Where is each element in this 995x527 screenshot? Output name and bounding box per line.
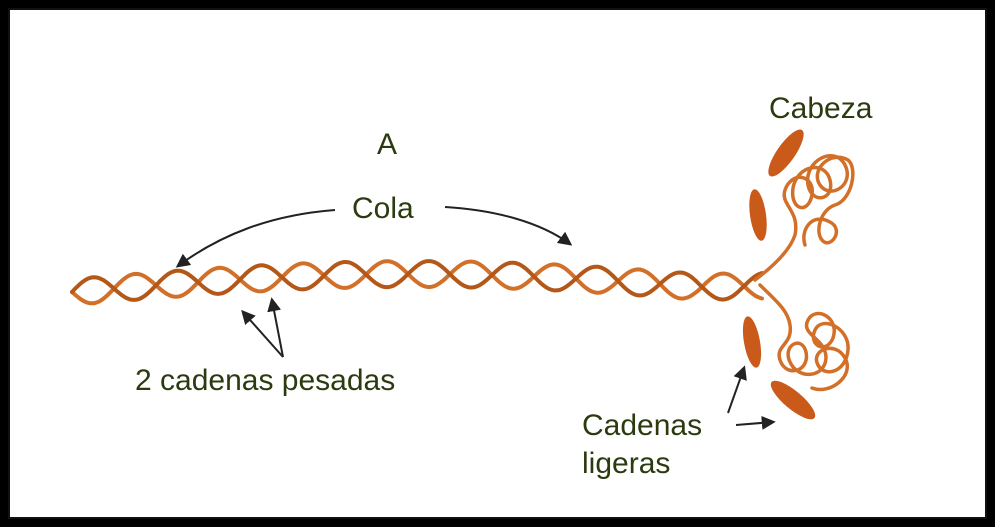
heavy-chain-arrow-left [243, 312, 283, 357]
lower-head-coil [760, 285, 848, 389]
heavy-chains-label: 2 cadenas pesadas [135, 364, 395, 398]
light-chains-label-line1: Cadenas [582, 409, 702, 443]
panel-label: A [377, 128, 397, 162]
light-chain-blob [766, 375, 820, 425]
head-label: Cabeza [769, 92, 872, 126]
light-chain-arrow-right [736, 422, 773, 425]
light-chain-blob [746, 188, 769, 242]
cola-arrow-right [445, 207, 570, 244]
light-chains-label-line2: ligeras [582, 447, 670, 481]
tail-label: Cola [352, 192, 414, 226]
light-chain-blob [740, 315, 765, 369]
tail-double-helix [72, 261, 762, 303]
cola-arrow-left [178, 210, 335, 266]
heavy-chain-heads [755, 156, 853, 390]
light-chain-arrow-up [728, 368, 744, 413]
heavy-chain-arrow-right [272, 300, 283, 357]
